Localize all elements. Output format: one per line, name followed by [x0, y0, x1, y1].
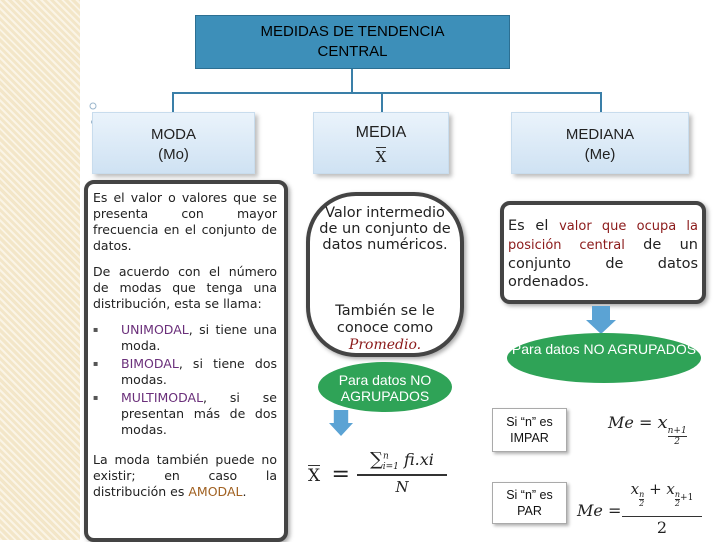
mediana-frame: [500, 201, 706, 304]
media-fraction: ∑ni=1 fi.xi N: [357, 449, 447, 496]
connector-line: [172, 92, 174, 112]
connector-line: [351, 69, 353, 93]
connector-line: [600, 92, 602, 112]
moda-amodal-note: La moda también puede no existir; en cas…: [93, 452, 277, 499]
median-even-lhs: Me =: [577, 501, 622, 520]
moda-definition: Es el valor o valores que se presenta co…: [93, 190, 277, 253]
case-even-label: Si “n” es PAR: [492, 482, 567, 524]
mediana-grouping-badge: Para datos NO AGRUPADOS: [507, 333, 701, 383]
list-item: BIMODAL, si tiene dos modas.: [93, 356, 277, 388]
moda-content: Es el valor o valores que se presenta co…: [93, 190, 277, 500]
median-odd-formula: Me = x n+1 2: [608, 412, 687, 447]
moda-classification-intro: De acuerdo con el número de modas que te…: [93, 264, 277, 311]
list-item: MULTIMODAL, si se presentan más de dos m…: [93, 390, 277, 438]
media-formula: X =: [308, 462, 350, 487]
connector-line: [172, 92, 602, 94]
media-frame: [306, 192, 464, 357]
mediana-header: MEDIANA(Me): [511, 112, 689, 174]
media-header: MEDIA X: [313, 112, 449, 174]
moda-header: MODA(Mo): [92, 112, 255, 174]
decorative-stripe: [0, 0, 80, 540]
connector-line: [381, 92, 383, 112]
media-grouping-badge: Para datos NO AGRUPADOS: [318, 362, 452, 412]
media-definition: Valor intermedio de un conjunto de datos…: [319, 205, 451, 253]
list-item: UNIMODAL, si tiene una moda.: [93, 322, 277, 354]
mediana-definition: Es el valor que ocupa la posición centra…: [508, 218, 698, 290]
media-also-known: También se le conoce como Promedio.: [335, 303, 435, 353]
case-odd-label: Si “n” es IMPAR: [492, 408, 567, 452]
down-arrow-icon: [329, 410, 353, 436]
down-arrow-icon: [586, 306, 616, 334]
moda-types-list: UNIMODAL, si tiene una moda. BIMODAL, si…: [93, 322, 277, 438]
